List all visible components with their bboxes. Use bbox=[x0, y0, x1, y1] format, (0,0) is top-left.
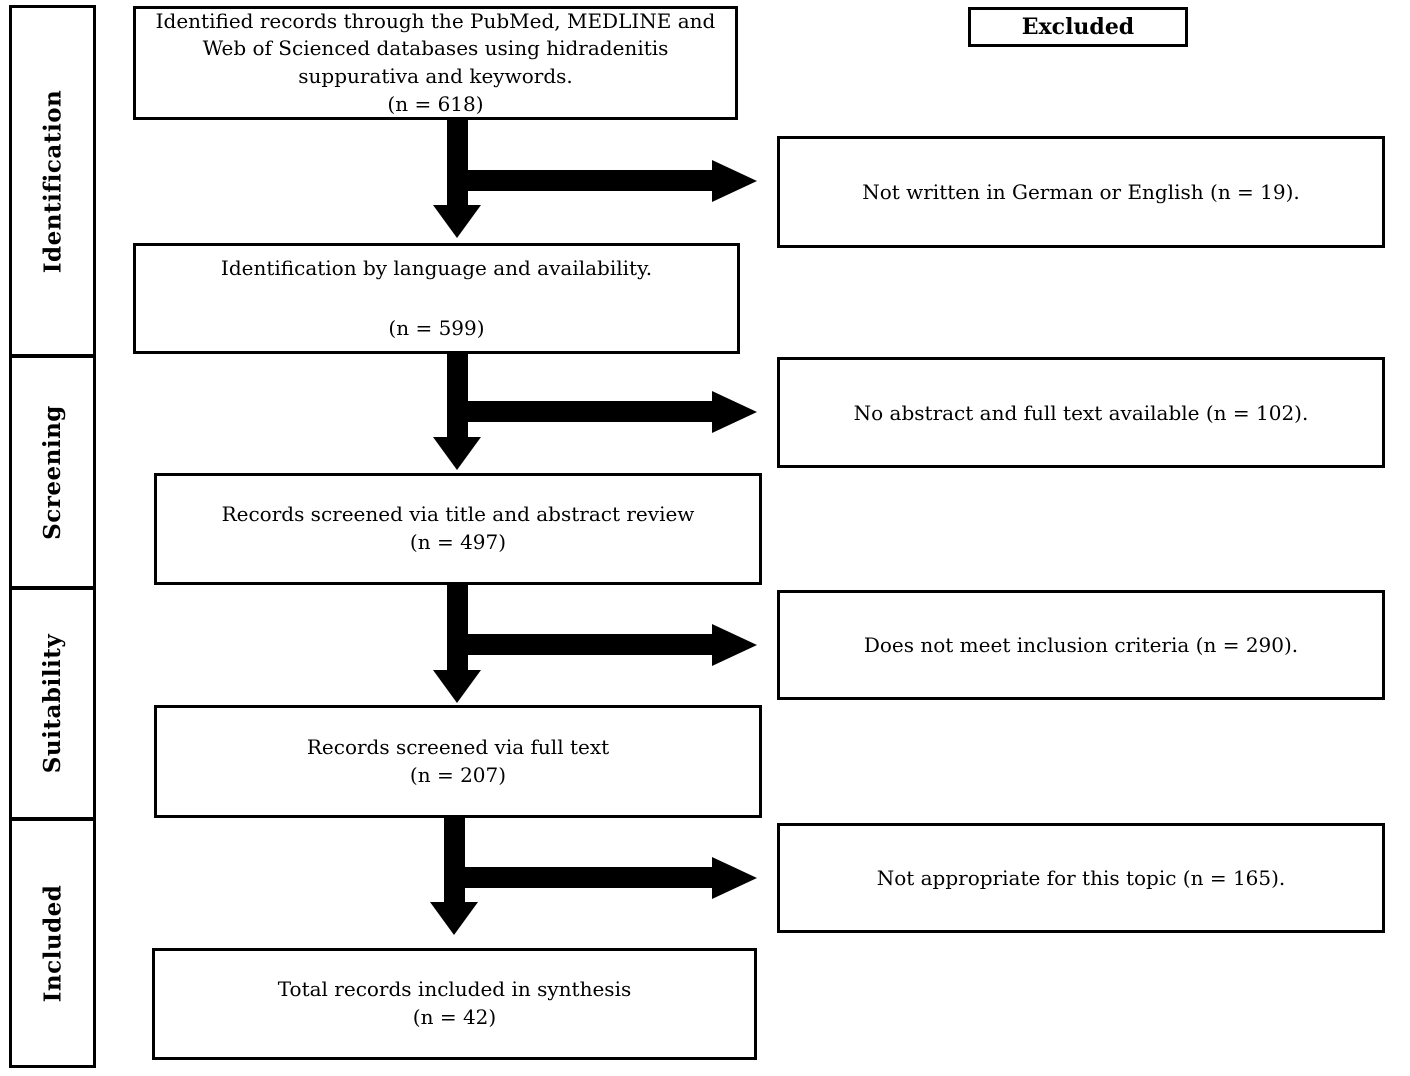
stage-label-suitability: Suitability bbox=[39, 633, 67, 774]
branch-arrow-shaft bbox=[447, 401, 712, 422]
exclusion-box-not-appropriate: Not appropriate for this topic (n = 165)… bbox=[777, 823, 1385, 933]
exclusion-box-no-fulltext: No abstract and full text available (n =… bbox=[777, 357, 1385, 468]
branch-arrow-head bbox=[712, 391, 757, 433]
down-arrow-head bbox=[433, 205, 481, 238]
exclusion-box-text: Not appropriate for this topic (n = 165)… bbox=[876, 866, 1286, 890]
down-arrow-shaft bbox=[447, 120, 468, 205]
flow-box-included-synthesis: Total records included in synthesis (n =… bbox=[152, 948, 757, 1060]
flow-box-text: Records screened via full text bbox=[306, 734, 610, 759]
flow-box-count: (n = 599) bbox=[388, 315, 485, 340]
stage-label-identification: Identification bbox=[39, 89, 66, 273]
branch-arrow-shaft bbox=[444, 867, 712, 888]
flow-box-text: Records screened via title and abstract … bbox=[221, 502, 695, 527]
branch-arrow-head bbox=[712, 160, 757, 202]
down-arrow-shaft bbox=[447, 354, 468, 437]
stage-box-identification: Identification bbox=[9, 5, 96, 357]
stage-box-included: Included bbox=[9, 818, 96, 1068]
stage-box-suitability: Suitability bbox=[9, 587, 96, 820]
flow-box-count: (n = 497) bbox=[409, 530, 507, 554]
branch-arrow-head bbox=[712, 624, 757, 666]
flow-box-text: Total records included in synthesis bbox=[277, 977, 632, 1002]
flow-box-text: Identification by language and availabil… bbox=[220, 255, 653, 280]
down-arrow-shaft bbox=[444, 818, 465, 902]
exclusion-box-inclusion-criteria: Does not meet inclusion criteria (n = 29… bbox=[777, 590, 1385, 700]
flow-box-identified-records: Identified records through the PubMed, M… bbox=[133, 6, 738, 120]
down-arrow-head bbox=[433, 670, 481, 703]
branch-arrow-head bbox=[712, 857, 757, 899]
branch-arrow-shaft bbox=[447, 170, 712, 191]
flow-box-count: (n = 42) bbox=[412, 1005, 497, 1029]
flow-box-language-availability: Identification by language and availabil… bbox=[133, 243, 740, 354]
flow-box-fulltext-screen: Records screened via full text (n = 207) bbox=[154, 705, 762, 818]
flow-box-text: Identified records through the PubMed, M… bbox=[155, 8, 716, 88]
flow-box-count: (n = 618) bbox=[387, 91, 484, 116]
down-arrow-head bbox=[430, 902, 478, 935]
stage-box-screening: Screening bbox=[9, 355, 96, 589]
stage-label-screening: Screening bbox=[39, 404, 67, 540]
down-arrow-head bbox=[433, 437, 481, 470]
exclusion-box-text: Does not meet inclusion criteria (n = 29… bbox=[863, 633, 1299, 657]
down-arrow-shaft bbox=[447, 585, 468, 670]
exclusion-box-language: Not written in German or English (n = 19… bbox=[777, 136, 1385, 248]
branch-arrow-shaft bbox=[447, 634, 712, 655]
excluded-header-label: Excluded bbox=[1021, 14, 1135, 40]
flow-box-count: (n = 207) bbox=[409, 762, 507, 787]
exclusion-box-text: No abstract and full text available (n =… bbox=[853, 400, 1309, 425]
excluded-header-box: Excluded bbox=[968, 7, 1188, 47]
exclusion-box-text: Not written in German or English (n = 19… bbox=[862, 180, 1300, 204]
flow-box-title-abstract-screen: Records screened via title and abstract … bbox=[154, 473, 762, 585]
stage-label-included: Included bbox=[39, 884, 66, 1002]
